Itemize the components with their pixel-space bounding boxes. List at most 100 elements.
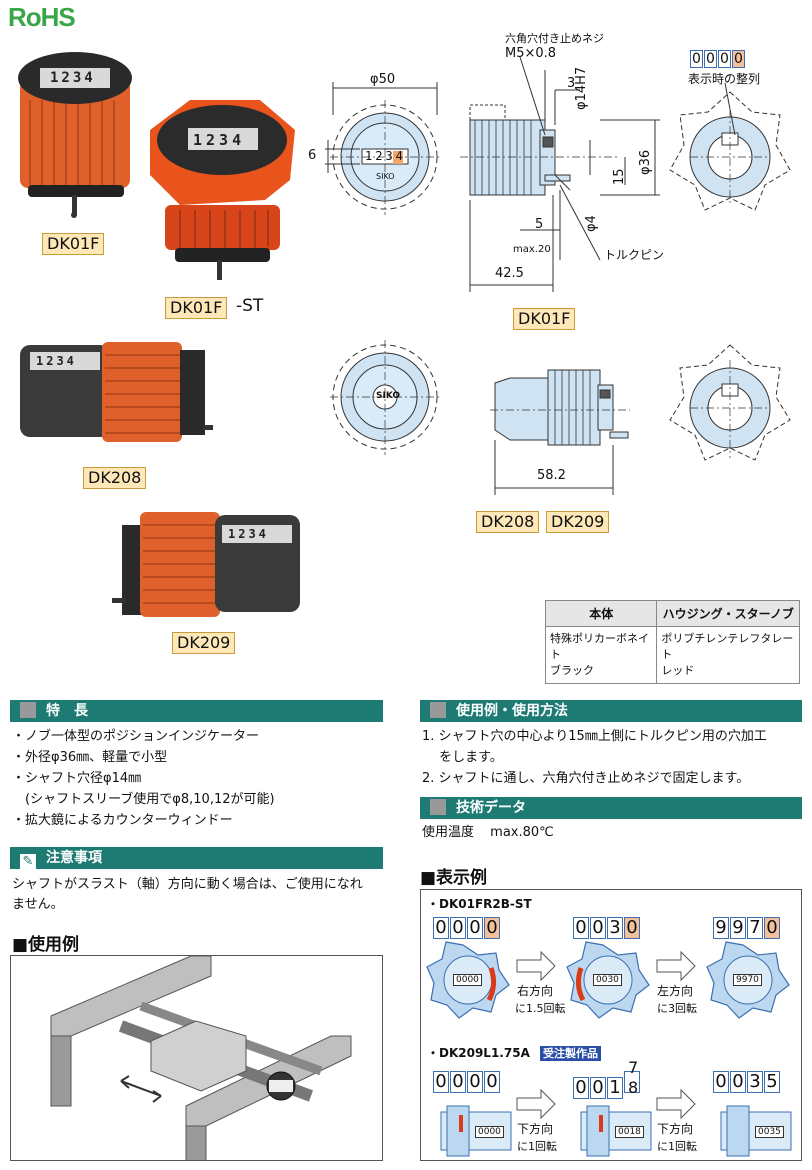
fraction-bottom: 8	[628, 1078, 639, 1097]
align-digit: 0	[704, 50, 717, 68]
features-title: 特 長	[46, 703, 88, 719]
ex2-arrow2-line1: 下方向	[657, 1122, 694, 1136]
setscrew-size: M5×0.8	[505, 46, 557, 61]
dim-phi14h7: φ14H7	[574, 66, 589, 110]
feature-item: ・ノブ一体型のポジションインジケーター	[12, 729, 260, 744]
digit: 0	[467, 1071, 483, 1093]
dim-phi36: φ36	[638, 149, 653, 175]
label-dk01f-st-suffix: -ST	[236, 296, 264, 316]
side-view-dk01f	[460, 56, 660, 292]
tech-bar: 技術データ	[420, 797, 802, 819]
usage-list: 1. シャフト穴の中心より15㎜上側にトルクピン用の穴加工 をします。 2. シ…	[422, 726, 767, 789]
digit: 3	[607, 917, 623, 939]
digit: 0	[713, 1071, 729, 1093]
alignment-label: 表示時の整列	[688, 72, 761, 86]
ex2-label: ・DK209L1.75A 受注製作品	[427, 1044, 602, 1061]
front-counter: 1234	[365, 149, 406, 163]
dim-phi4: φ4	[584, 215, 599, 232]
display-example-title: ■表示例	[420, 868, 488, 888]
photo-counter-dk209: 1234	[228, 527, 269, 541]
material-cell-body: 特殊ポリカーボネイト ブラック	[544, 626, 658, 684]
digit: 0	[450, 917, 466, 939]
side-view-dk208	[490, 369, 630, 495]
align-digit: 0	[690, 50, 703, 68]
photo-counter-dk208: 1234	[36, 354, 77, 368]
label-dk01f: DK01F	[42, 233, 105, 255]
digit: 0	[590, 917, 606, 939]
features-list: ・ノブ一体型のポジションインジケーター ・外径φ36㎜、軽量で小型 ・シャフト穴…	[12, 726, 275, 831]
torque-pin-label: トルクピン	[604, 248, 665, 262]
digit: 0	[467, 917, 483, 939]
dim-42-5: 42.5	[495, 266, 524, 281]
label-dk01f-st: DK01F	[165, 297, 228, 319]
digit: 1	[607, 1077, 623, 1099]
dk01f-st-photo	[150, 100, 295, 280]
pencil-icon: ✎	[20, 854, 36, 870]
setscrew-label: 六角穴付き止めネジ	[505, 32, 604, 45]
digit: 3	[747, 1071, 763, 1093]
ex2-arrow2-line2: に1回転	[657, 1140, 697, 1153]
photo-counter-dk01f: 1234	[50, 70, 96, 86]
digit: 5	[764, 1071, 780, 1093]
photo-counter-dk01f-st: 1234	[193, 131, 246, 149]
usage-item: 1. シャフト穴の中心より15㎜上側にトルクピン用の穴加工	[422, 729, 767, 744]
ex1-knob-counter-2: 0030	[593, 974, 622, 986]
siko-mark-dk01f: SIKO	[376, 172, 395, 181]
ex2-model: ・DK209L1.75A	[427, 1046, 530, 1060]
dim-phi50: φ50	[370, 72, 396, 87]
front-view-dk01f	[325, 82, 442, 215]
digit: 0	[730, 1071, 746, 1093]
dim-6: 6	[308, 148, 317, 163]
siko-mark-dk208: SIKO	[376, 391, 401, 401]
feature-item: ・拡大鏡によるカウンターウィンドー	[12, 813, 233, 828]
made-to-order-badge: 受注製作品	[540, 1046, 602, 1061]
ex2-arrow1-line2: に1回転	[517, 1140, 557, 1153]
label-dk209: DK209	[172, 632, 236, 654]
caution-text-2: ません。	[12, 897, 64, 912]
usage-title: 使用例・使用方法	[456, 703, 568, 719]
ex1-arrow1-line1: 右方向	[517, 984, 554, 998]
dk208-photo	[20, 342, 213, 442]
feature-item: ・外径φ36㎜、軽量で小型	[12, 750, 168, 765]
digit: 0	[433, 1071, 449, 1093]
usage-bar: 使用例・使用方法	[420, 700, 802, 722]
digit: 0	[450, 1071, 466, 1093]
caution-text-1: シャフトがスラスト（軸）方向に動く場合は、ご使用になれ	[12, 877, 363, 892]
material-header-body: 本体	[544, 600, 658, 627]
digit: 9	[713, 917, 729, 939]
digit: 0	[484, 1071, 500, 1093]
fraction-top: 7	[628, 1058, 639, 1077]
ex2-counter-1: 0000	[475, 1126, 504, 1138]
digit: 0	[764, 917, 780, 939]
dk209-photo	[112, 512, 300, 617]
front-view-dk208	[330, 340, 442, 455]
section-square-icon	[20, 702, 36, 718]
dim-3: 3	[567, 76, 576, 91]
tech-title: 技術データ	[456, 800, 526, 816]
usage-item: 2. シャフトに通し、六角穴付き止めネジで固定します。	[422, 771, 750, 786]
tech-temp: 使用温度 max.80℃	[422, 822, 554, 843]
dim-15: 15	[612, 168, 627, 185]
feature-item: ・シャフト穴径φ14㎜	[12, 771, 142, 786]
digit: 0	[484, 917, 500, 939]
dk01f-photo	[18, 52, 132, 218]
temp-label: 使用温度	[422, 825, 475, 840]
digit: 7	[747, 917, 763, 939]
drawing-label-dk208: DK208	[476, 511, 540, 533]
section-square-icon	[430, 799, 446, 815]
dim-max20: max.20	[513, 244, 551, 255]
dim-58-2: 58.2	[537, 468, 566, 483]
back-view-dk208	[669, 344, 791, 461]
features-bar: 特 長	[10, 700, 383, 722]
usage-illustration	[50, 956, 352, 1160]
usage-example-title: ■使用例	[12, 935, 80, 955]
ex1-knob-counter-1: 0000	[453, 974, 482, 986]
material-cell-housing: ポリブチレンテレフタレート レッド	[656, 626, 800, 684]
